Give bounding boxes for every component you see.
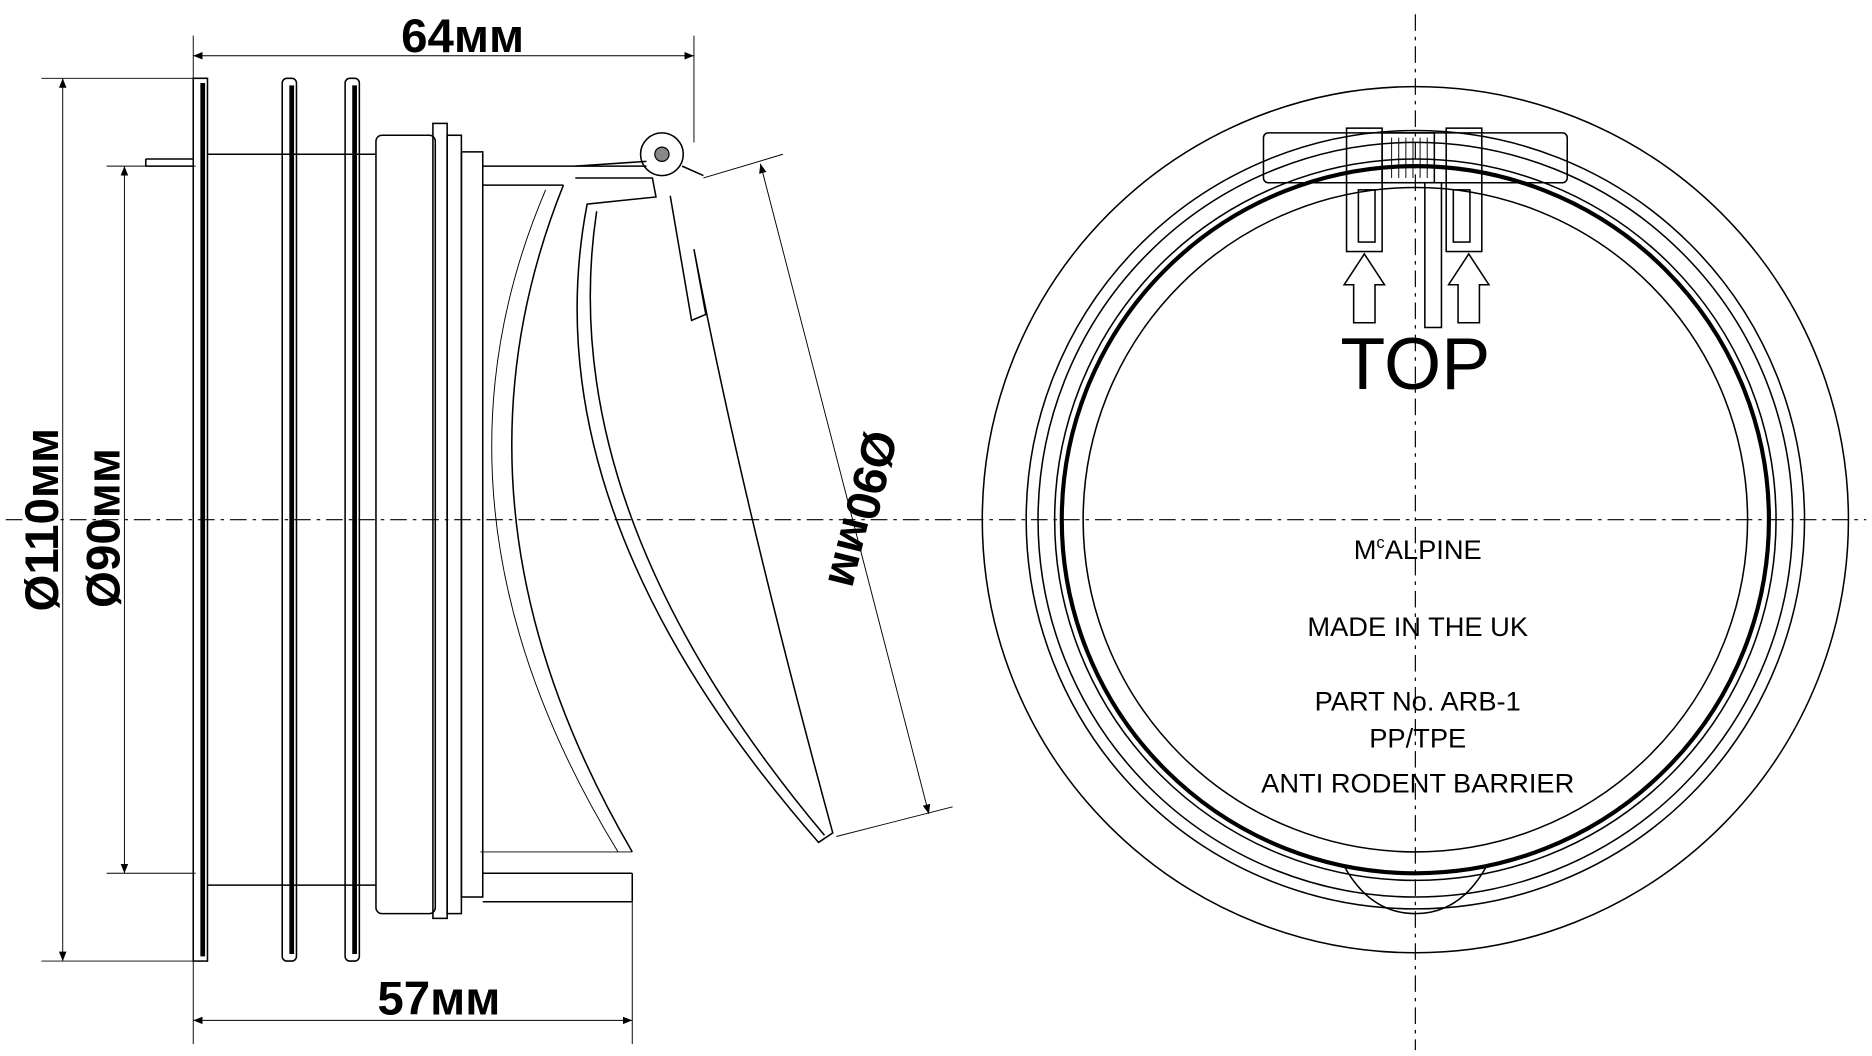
dim-width-top: 64мм	[401, 10, 524, 63]
dim-inner-diameter: Ø90мм	[78, 448, 131, 608]
dim-width-bottom: 57мм	[377, 972, 500, 1025]
top-label: TOP	[1340, 322, 1490, 405]
top-arrow-icon	[1447, 252, 1491, 324]
side-view: 64мм 57мм Ø110мм Ø90мм Ø90мм	[16, 10, 953, 1045]
dim-outer-diameter: Ø110мм	[16, 428, 69, 612]
dim-line-flap	[759, 163, 931, 815]
part-number-label: PART No. ARB-1	[1315, 686, 1521, 717]
dim-flap-diameter: Ø90мм	[817, 425, 907, 593]
made-in-label: MADE IN THE UK	[1307, 611, 1528, 642]
top-arrow-icon	[1342, 252, 1386, 324]
brand-label: McALPINE	[1354, 533, 1482, 565]
front-view: TOP McALPINE MADE IN THE UK PART No. ARB…	[981, 85, 1850, 954]
product-label: ANTI RODENT BARRIER	[1261, 768, 1574, 799]
material-label: PP/TPE	[1369, 723, 1466, 754]
